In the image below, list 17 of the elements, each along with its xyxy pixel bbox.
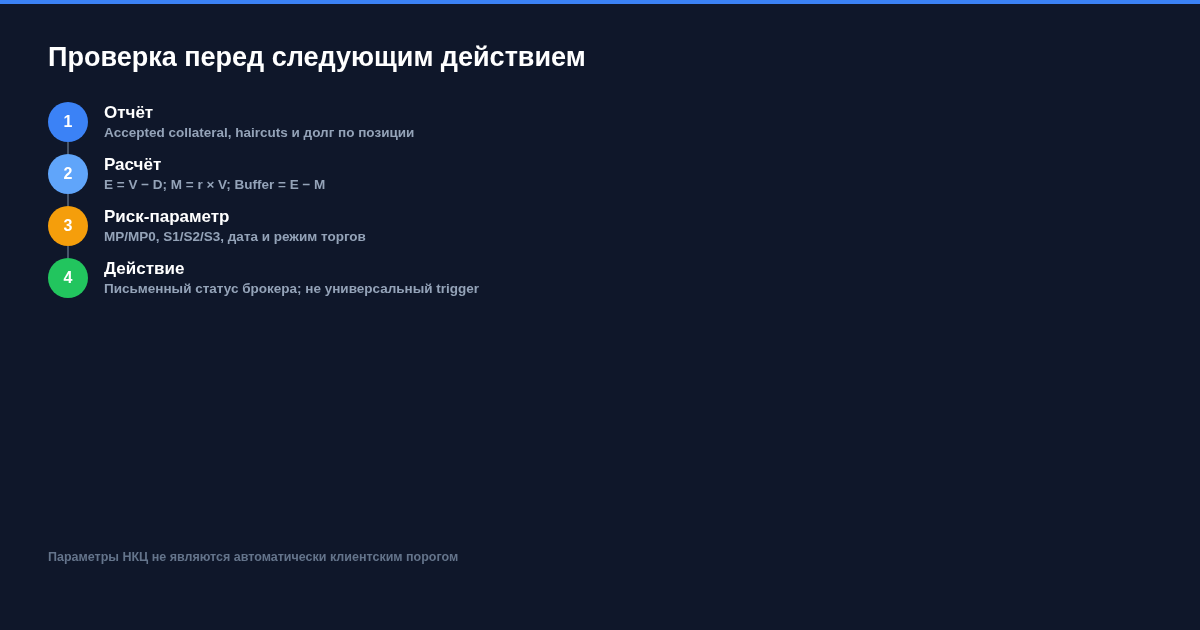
footnote: Параметры НКЦ не являются автоматически клиентским порогом: [48, 549, 459, 565]
step-description: Письменный статус брокера; не универсальный trigger: [104, 281, 480, 297]
step-heading: Отчёт: [104, 103, 154, 123]
step-description: MP/MP0, S1/S2/S3, дата и режим торгов: [104, 229, 366, 245]
step-number-circle: 2: [48, 154, 88, 194]
connector-line: [67, 245, 69, 259]
step-number-circle: 1: [48, 102, 88, 142]
connector-line: [67, 193, 69, 207]
step-heading: Действие: [104, 259, 185, 279]
step-number-circle: 4: [48, 258, 88, 298]
step-heading: Расчёт: [104, 155, 162, 175]
step-heading: Риск-параметр: [104, 207, 230, 227]
step-number-circle: 3: [48, 206, 88, 246]
connector-line: [67, 141, 69, 155]
step-description: E = V − D; M = r × V; Buffer = E − M: [104, 177, 326, 193]
step-description: Accepted collateral, haircuts и долг по позиции: [104, 125, 415, 141]
title: Проверка перед следующим действием: [48, 41, 586, 74]
